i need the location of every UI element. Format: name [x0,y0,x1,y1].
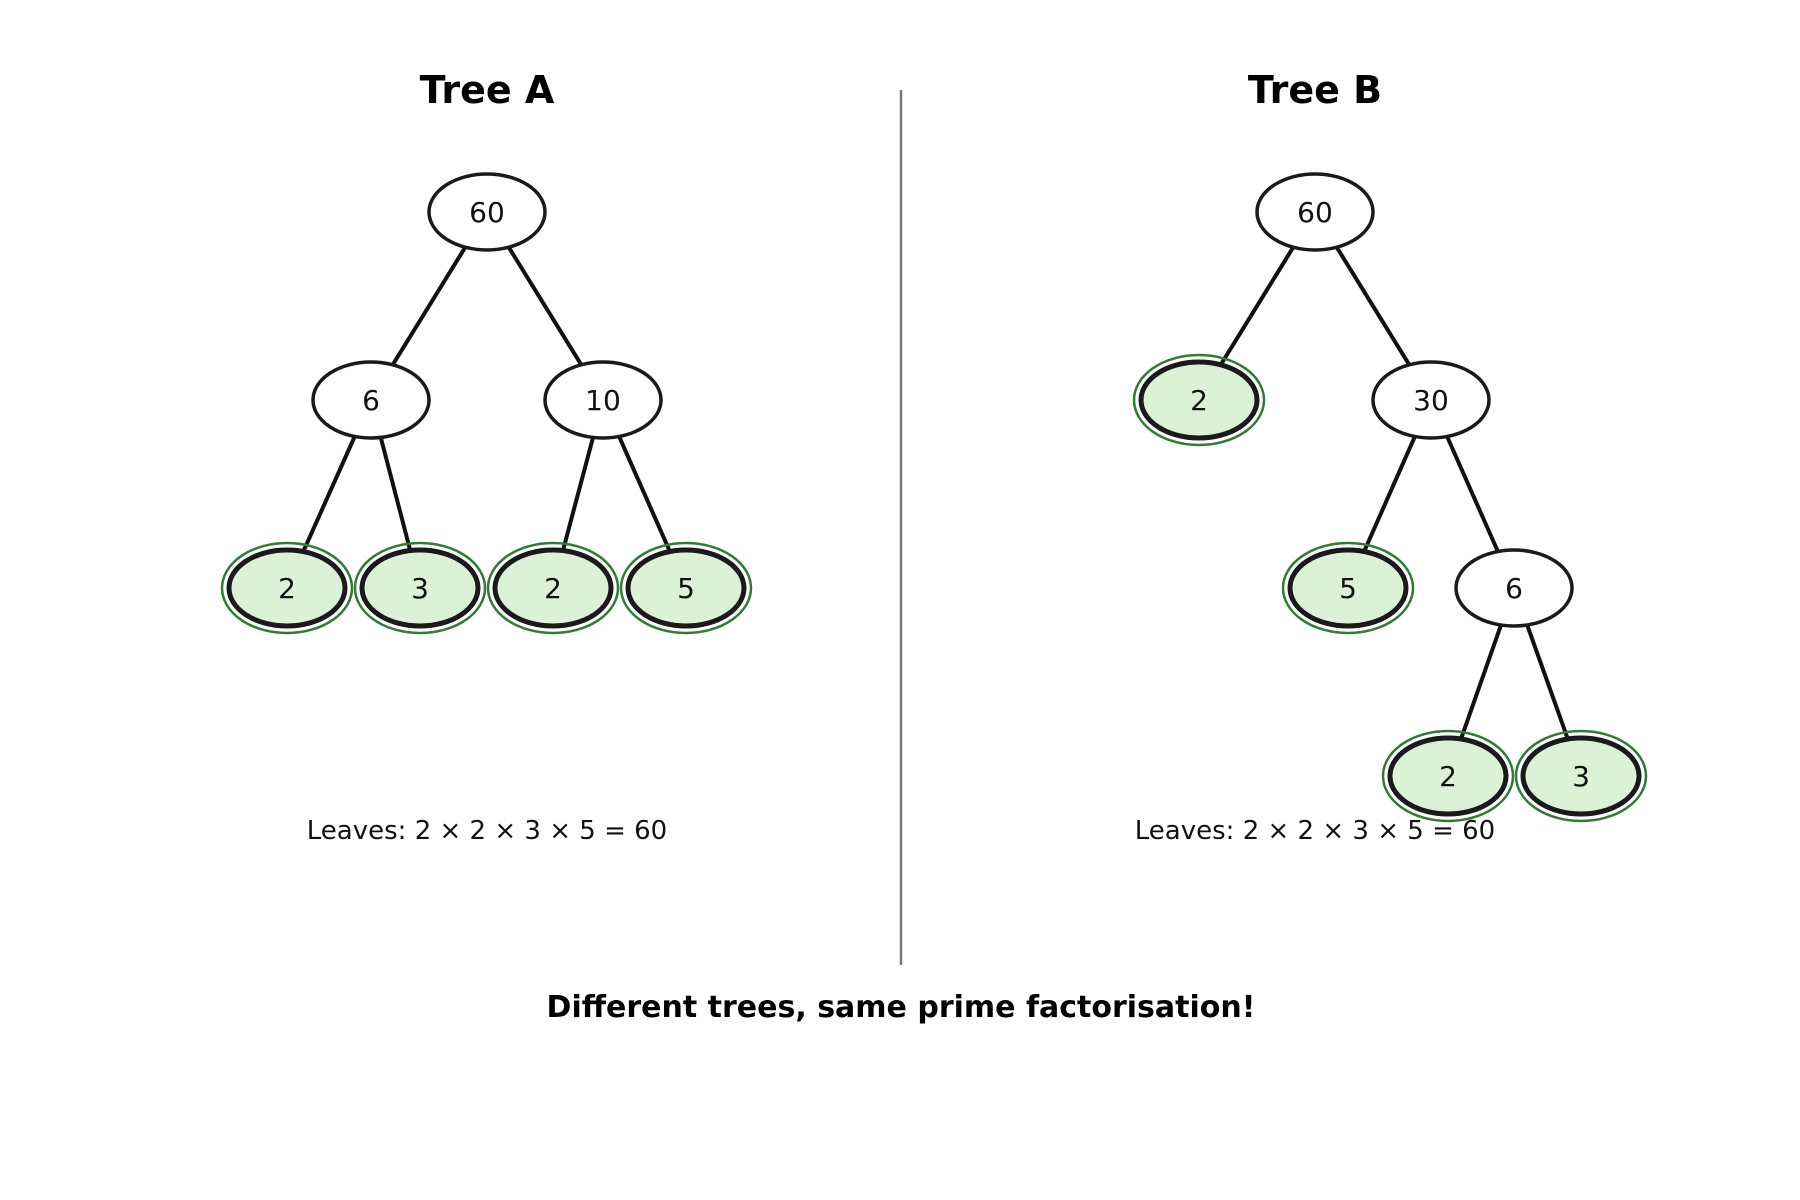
leaf-ellipse [1387,735,1509,817]
leaf-ring [1132,353,1266,447]
leaf-ellipse [1520,735,1642,817]
node-label: 2 [278,572,296,605]
leaf-node-a-5: 5 [619,541,753,635]
node-label: 5 [1339,572,1357,605]
node-label: 3 [411,572,429,605]
tree-node-b-6: 6 [1454,548,1574,628]
leaf-ring [353,541,487,635]
tree-b-caption: Leaves: 2 × 2 × 3 × 5 = 60 [1135,816,1495,846]
tree-a-caption: Leaves: 2 × 2 × 3 × 5 = 60 [307,816,667,846]
node-label: 10 [585,384,621,417]
leaf-node-b-2b: 2 [1381,729,1515,823]
leaf-node-b-3: 3 [1514,729,1648,823]
tree-node-b-30: 30 [1371,360,1491,440]
leaf-node-a-2a: 2 [220,541,354,635]
node-label: 2 [1439,760,1457,793]
leaf-ring [1281,541,1415,635]
tree-node-a-root: 60 [427,172,547,252]
edges-layer [285,210,1583,778]
node-ellipse [1454,548,1574,628]
node-label: 3 [1572,760,1590,793]
conclusion-text: Different trees, same prime factorisatio… [547,990,1256,1025]
node-ellipse [427,172,547,252]
node-label: 30 [1413,384,1449,417]
tree-node-a-10: 10 [543,360,663,440]
leaf-ellipse [359,547,481,629]
node-label: 60 [469,196,505,229]
leaf-ellipse [625,547,747,629]
node-label: 6 [1505,572,1523,605]
node-label: 2 [1190,384,1208,417]
leaf-ellipse [1287,547,1409,629]
node-label: 5 [677,572,695,605]
tree-b-title: Tree B [1248,68,1382,112]
leaf-ellipse [1138,359,1260,441]
node-ellipse [311,360,431,440]
node-ellipse [543,360,663,440]
node-label: 6 [362,384,380,417]
leaf-ring [1514,729,1648,823]
node-ellipse [1371,360,1491,440]
leaf-ring [486,541,620,635]
leaf-ring [220,541,354,635]
node-ellipse [1255,172,1375,252]
leaf-node-b-2: 2 [1132,353,1266,447]
leaf-node-a-2b: 2 [486,541,620,635]
node-label: 60 [1297,196,1333,229]
node-label: 2 [544,572,562,605]
leaf-node-b-5: 5 [1281,541,1415,635]
tree-a-title: Tree A [420,68,555,112]
leaf-ellipse [226,547,348,629]
leaf-node-a-3: 3 [353,541,487,635]
leaf-ellipse [492,547,614,629]
leaf-ring [619,541,753,635]
nodes-layer: 60 6 10 2 3 2 5 60 2 30 5 6 2 3 [220,172,1648,823]
tree-node-b-root: 60 [1255,172,1375,252]
leaf-ring [1381,729,1515,823]
tree-node-a-6: 6 [311,360,431,440]
